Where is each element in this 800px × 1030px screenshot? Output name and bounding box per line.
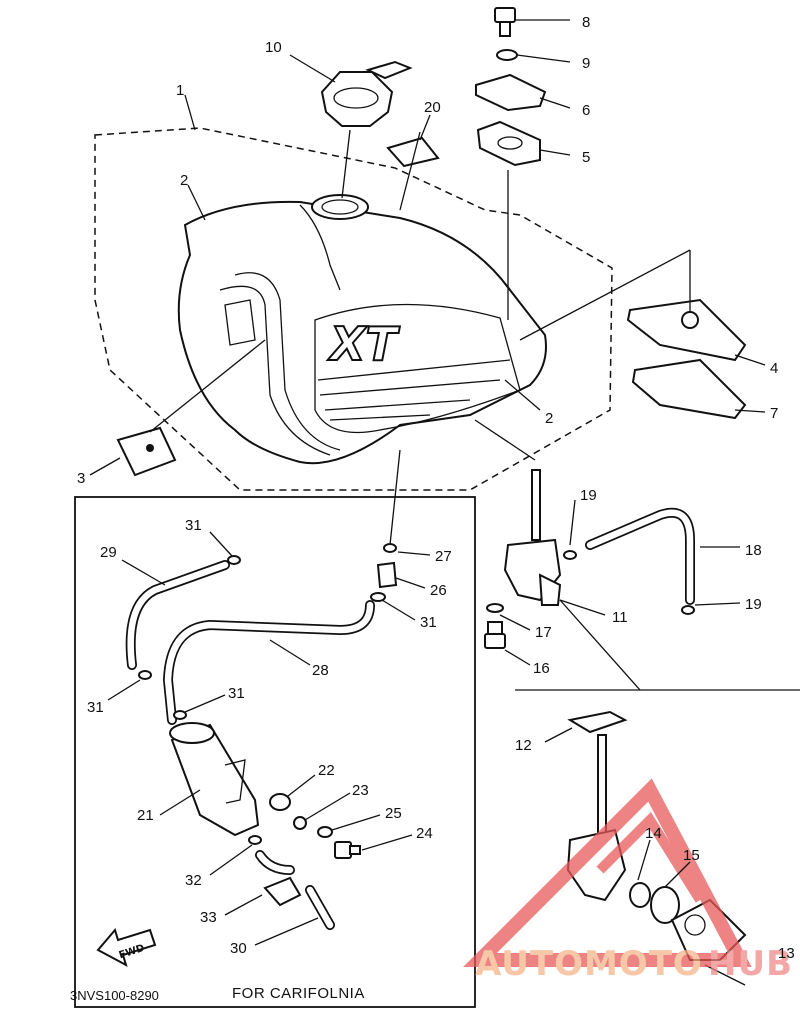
fuel-tank-icon: XT [177,194,547,465]
canister-icon [169,722,260,837]
bracket-icon [475,73,547,167]
part-label-31c: 31 [87,699,104,716]
fwd-arrow-icon: FWD [96,927,157,968]
part-label-12: 12 [515,737,532,754]
part-label-14: 14 [645,825,662,842]
part-label-21: 21 [137,807,154,824]
california-section-frame [74,496,476,1008]
bolt-24-icon [334,841,361,859]
leader-lines [89,19,766,946]
part-label-22: 22 [318,762,335,779]
damper-icon [116,426,177,477]
part-label-23: 23 [352,782,369,799]
label-sticker-icon [386,136,440,168]
part-label-26: 26 [430,582,447,599]
part-label-8: 8 [582,14,590,31]
part-label-9: 9 [582,55,590,72]
part-label-18: 18 [745,542,762,559]
part-label-32: 32 [185,872,202,889]
part-label-29: 29 [100,544,117,561]
part-label-2b: 2 [545,410,553,427]
bracket-7-icon [631,358,747,420]
part-label-11: 11 [612,609,628,626]
part-label-13: 13 [778,945,795,962]
watermark-text-left: AUTOMOTO [475,944,703,984]
fuel-cock-detail-icon [566,710,747,961]
california-caption: FOR CARIFOLNIA [232,985,365,1002]
watermark-logo: AUTOMOTO HUB [463,778,793,984]
part-label-16: 16 [533,660,550,677]
tank-logo: XT [327,317,400,371]
washer-icon [496,49,518,61]
part-label-31b: 31 [420,614,437,631]
fuel-cock-icon [503,469,562,606]
tank-assembly-outline [94,127,613,491]
fuel-cap-icon [320,60,413,127]
part-label-19: 19 [580,487,597,504]
bolt-icon [494,7,516,37]
diagram-code: 3NVS100-8290 [70,988,159,1003]
part-label-28: 28 [312,662,329,679]
part-label-5: 5 [582,149,590,166]
part-label-6: 6 [582,102,590,119]
part-label-1: 1 [176,82,184,99]
part-label-27: 27 [435,548,452,565]
part-label-31d: 31 [228,685,245,702]
part-label-25: 25 [385,805,402,822]
bolt-16-icon [484,621,506,649]
part-label-31a: 31 [185,517,202,534]
part-label-30: 30 [230,940,247,957]
part-label-4: 4 [770,360,778,377]
hose-icon [585,507,695,605]
part-label-19b: 19 [745,596,762,613]
part-label-2: 2 [180,172,188,189]
watermark-text-right: HUB [708,944,793,984]
part-label-24: 24 [416,825,433,842]
part-label-17: 17 [535,624,552,641]
part-label-10: 10 [265,39,282,56]
part-label-20: 20 [424,99,441,116]
part-label-3: 3 [77,470,85,487]
bracket-4-icon [626,298,747,362]
part-label-7: 7 [770,405,778,422]
part-number-labels: 1 2 2 3 4 5 6 7 8 9 10 11 12 13 14 15 16… [77,14,795,962]
part-label-15: 15 [683,847,700,864]
part-label-33: 33 [200,909,217,926]
